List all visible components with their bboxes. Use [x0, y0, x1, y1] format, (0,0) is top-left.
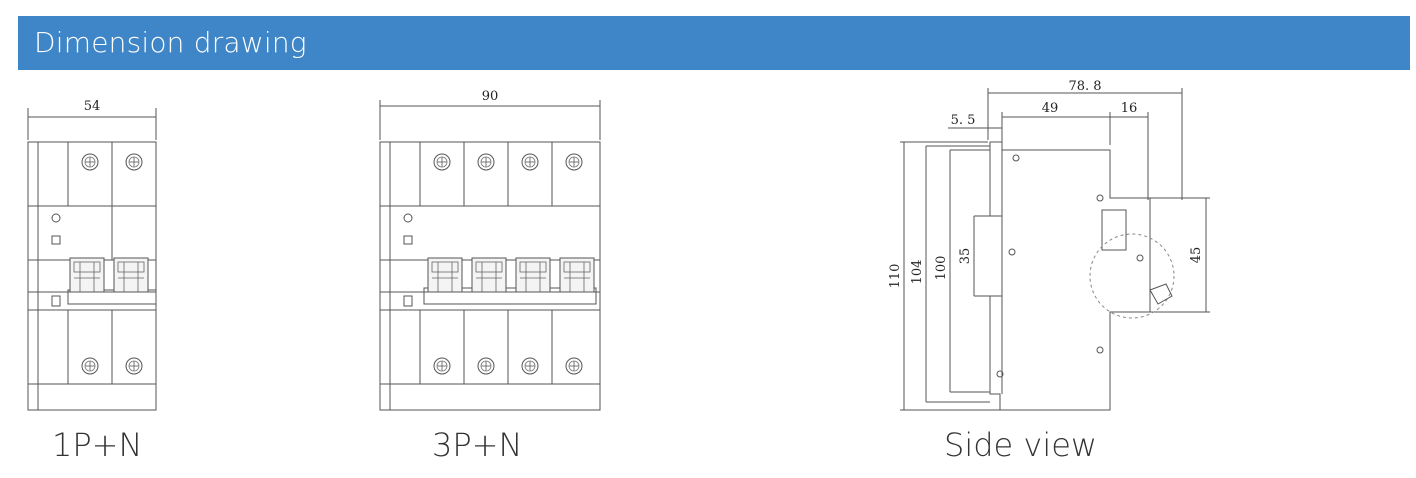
- dim-label-45: 45: [1189, 247, 1204, 264]
- side-view: [900, 88, 1210, 411]
- dim-label-54: 54: [84, 99, 101, 114]
- page-title: Dimension drawing: [34, 26, 307, 59]
- dim-label-5-5: 5. 5: [951, 113, 976, 128]
- front-view-1p-n: [27, 108, 157, 411]
- dim-label-49: 49: [1042, 101, 1059, 116]
- title-banner: Dimension drawing: [18, 16, 1410, 70]
- dim-label-16: 16: [1121, 101, 1138, 116]
- dim-label-104: 104: [910, 260, 925, 285]
- dim-label-100: 100: [934, 256, 949, 281]
- dim-label-35: 35: [958, 248, 973, 265]
- front-view-3p-n: [379, 100, 601, 411]
- dim-label-90: 90: [482, 89, 499, 104]
- dim-label-110: 110: [888, 264, 903, 289]
- caption-1p-n: 1P+N: [52, 426, 143, 464]
- caption-3p-n: 3P+N: [432, 426, 523, 464]
- dim-label-78-8: 78. 8: [1068, 79, 1101, 94]
- caption-side-view: Side view: [944, 426, 1098, 464]
